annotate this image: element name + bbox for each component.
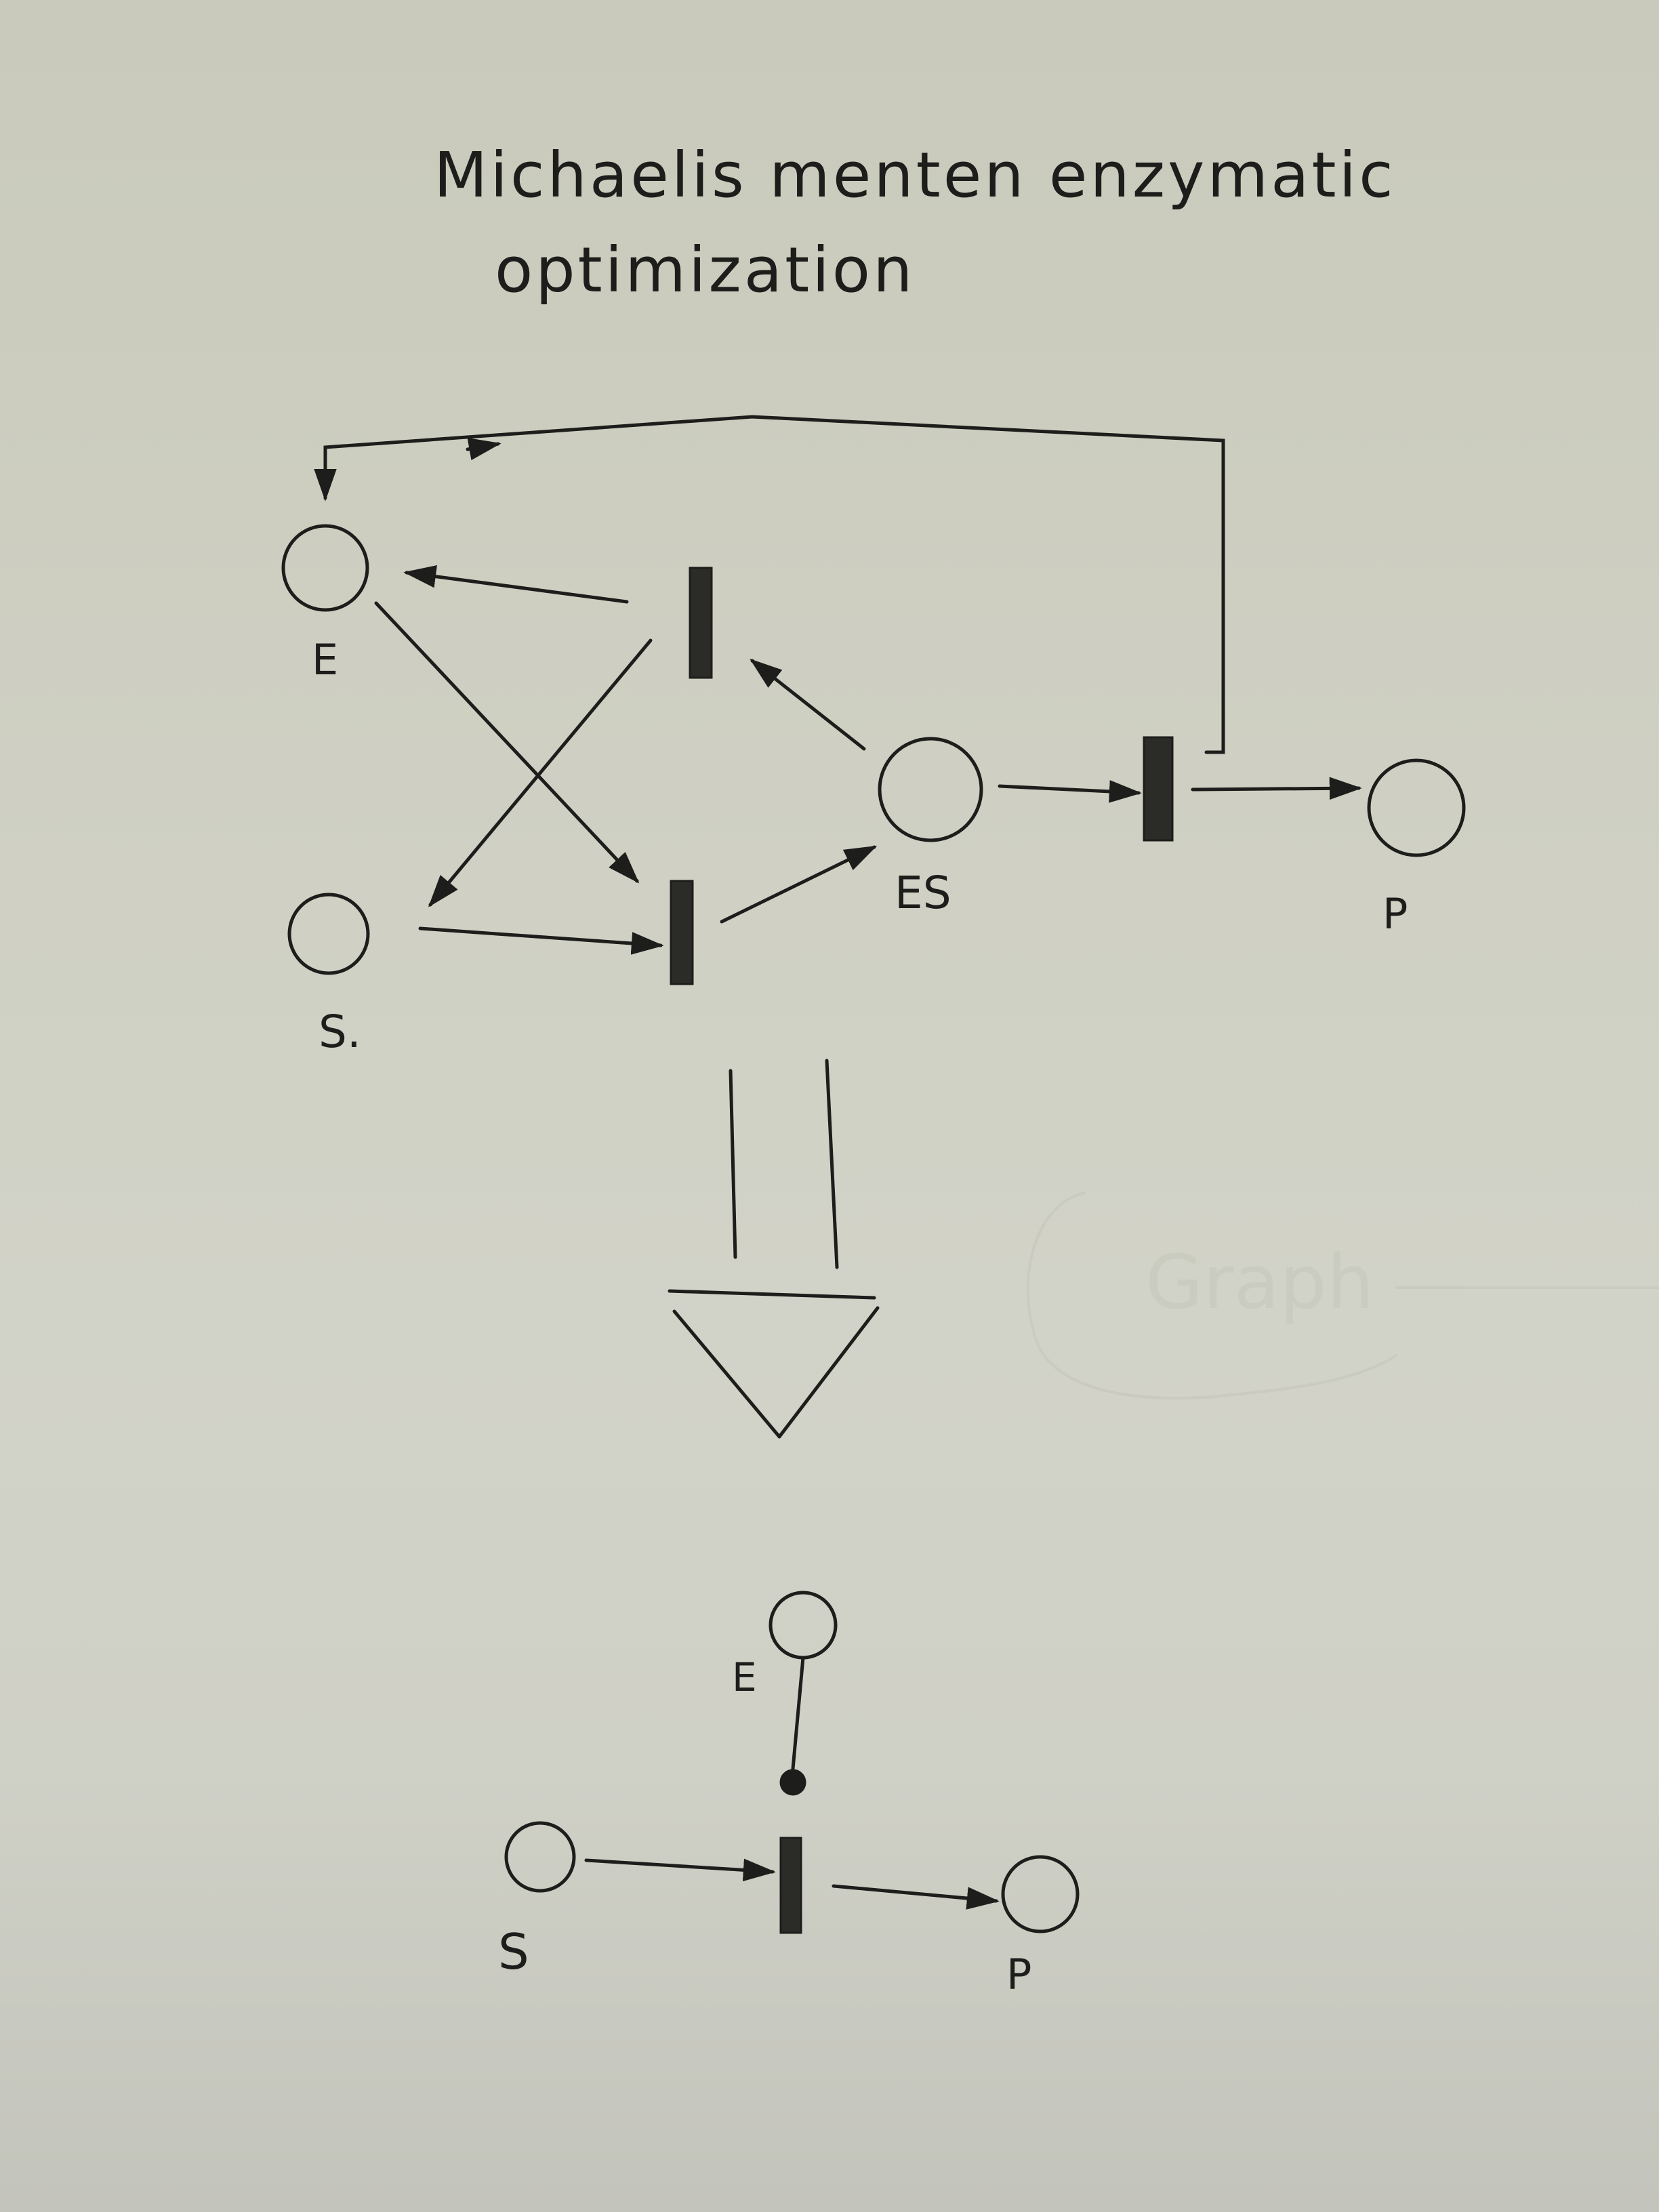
test-arc-dot (779, 1769, 806, 1796)
label-s: S. (319, 1006, 361, 1058)
transition-binding (670, 880, 694, 985)
place-es (878, 737, 983, 842)
arc-t3-to-p (1191, 777, 1362, 800)
top-petri-net: E S. ES P (281, 415, 1466, 1058)
feedback-mid-arrow (466, 438, 501, 461)
bottom-petri-net: E S P (498, 1591, 1080, 1999)
arc-t2-to-es (720, 845, 878, 924)
title: Michaelis menten enzymatic optimization (434, 139, 1396, 306)
transition-dissociation (689, 567, 713, 679)
label-e-bottom: E (732, 1654, 757, 1700)
background-trace: Graph (1026, 1191, 1659, 1400)
arc-e-test (791, 1656, 805, 1771)
feedback-arc (314, 415, 1225, 754)
place-p (1367, 758, 1466, 857)
arc-s-to-t2 (418, 926, 664, 955)
place-s-bottom (504, 1821, 576, 1893)
arc-es-to-t1 (750, 659, 866, 751)
reduction-arrow (668, 1059, 880, 1439)
place-e-bottom (769, 1591, 838, 1660)
label-es: ES (895, 867, 951, 919)
arc-s-to-t (584, 1858, 776, 1882)
title-line-2: optimization (495, 234, 915, 306)
arc-t1-to-e (403, 565, 629, 604)
title-line-1: Michaelis menten enzymatic (434, 139, 1396, 211)
label-p-bottom: P (1006, 1950, 1031, 1999)
arc-t-to-p (832, 1884, 1000, 1910)
arc-es-to-t3 (998, 780, 1142, 803)
place-e (281, 524, 369, 612)
label-s-bottom: S (498, 1923, 529, 1980)
arc-t1-to-s (428, 638, 653, 907)
label-e: E (312, 635, 338, 684)
background-trace-label: Graph (1145, 1239, 1374, 1326)
place-p-bottom (1001, 1855, 1080, 1933)
label-p: P (1382, 889, 1408, 939)
transition-michaelis (779, 1837, 802, 1934)
place-s (287, 893, 370, 975)
arc-e-to-t2 (374, 601, 640, 884)
transition-catalysis (1143, 736, 1174, 842)
